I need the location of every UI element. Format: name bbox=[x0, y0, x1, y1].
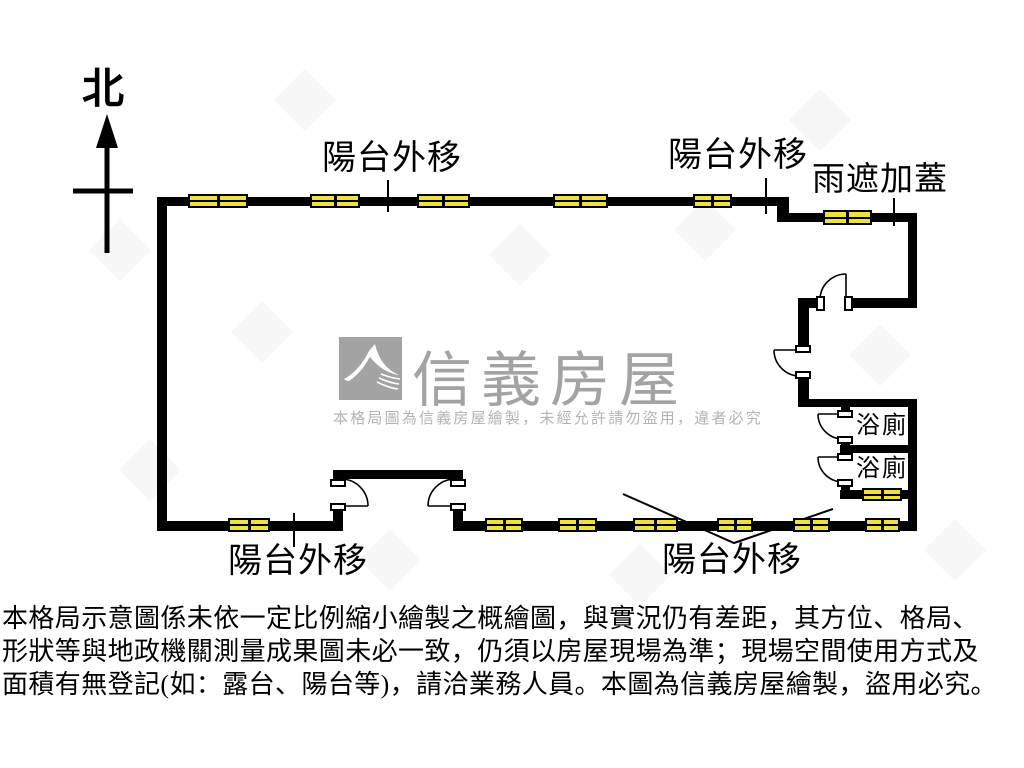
door-post bbox=[844, 296, 853, 311]
window bbox=[310, 194, 360, 208]
wall-bath1-door-stub-top bbox=[841, 406, 850, 412]
window bbox=[865, 518, 900, 532]
wall-right-lower bbox=[908, 399, 917, 531]
wall-vestibule-right-lower bbox=[453, 511, 463, 531]
wall-bath1-door-stub-bottom bbox=[841, 441, 850, 447]
watermark-brand-text: 信義房屋 bbox=[412, 348, 688, 414]
door-post bbox=[816, 296, 825, 311]
wall-bath2-door-stub-bottom bbox=[841, 485, 850, 491]
disclaimer-line-2: 形狀等與地政機關測量成果圖未必一致，仍須以房屋現場為準；現場空間使用方式及 bbox=[2, 637, 979, 666]
wall-upper-room-bottom-b bbox=[851, 298, 917, 308]
door-post bbox=[837, 436, 853, 444]
window bbox=[417, 194, 470, 208]
wall-corridor-left-upper bbox=[798, 298, 809, 347]
window bbox=[553, 194, 608, 208]
sinyi-swoosh-icon bbox=[344, 344, 401, 390]
label-bathroom-1: 浴廁 bbox=[856, 413, 908, 439]
label-balcony-top-right: 陽台外移 bbox=[668, 137, 808, 174]
door-post bbox=[795, 345, 811, 353]
label-balcony-bottom-left: 陽台外移 bbox=[228, 543, 368, 580]
background-watermark-tiles bbox=[88, 68, 987, 607]
wall-left bbox=[157, 197, 167, 531]
disclaimer-line-3: 面積有無登記(如：露台、陽台等)，請洽業務人員。本圖為信義房屋繪製，盜用必究。 bbox=[2, 670, 997, 699]
wall-top-main bbox=[157, 197, 789, 206]
door-arc-upper-room bbox=[819, 273, 847, 301]
wall-upper-room-bottom-a bbox=[800, 298, 820, 308]
window bbox=[793, 518, 830, 532]
watermark-notice-text: 本格局圖為信義房屋繪製，未經允許請勿盜用，違者必究 bbox=[333, 411, 764, 427]
door-post bbox=[330, 503, 346, 511]
door-post bbox=[837, 453, 853, 461]
door-post bbox=[450, 479, 466, 487]
window bbox=[862, 488, 902, 501]
door-post bbox=[795, 371, 811, 379]
north-label: 北 bbox=[82, 67, 125, 113]
window bbox=[485, 518, 523, 532]
disclaimer-text: 本格局示意圖係未依一定比例縮小繪製之概繪圖，與實況仍有差距，其方位、格局、 形狀… bbox=[2, 602, 1024, 701]
wall-vestibule-left-upper bbox=[333, 470, 343, 481]
window bbox=[558, 518, 597, 532]
wall-vestibule-right-upper bbox=[453, 470, 463, 481]
label-balcony-top-left: 陽台外移 bbox=[322, 140, 462, 177]
door-post bbox=[837, 410, 853, 418]
wall-vestibule-left-lower bbox=[333, 511, 343, 531]
wall-bath-divider bbox=[840, 445, 917, 453]
window bbox=[633, 518, 678, 532]
window bbox=[188, 194, 248, 208]
wall-right-upper bbox=[908, 213, 917, 307]
wall-bath1-top bbox=[798, 399, 917, 407]
disclaimer-line-1: 本格局示意圖係未依一定比例縮小繪製之概繪圖，與實況仍有差距，其方位、格局、 bbox=[2, 604, 979, 633]
sinyi-logo bbox=[339, 337, 402, 400]
label-balcony-bottom-right: 陽台外移 bbox=[662, 542, 802, 579]
window bbox=[228, 518, 270, 532]
window bbox=[693, 194, 732, 208]
wall-corridor-left-lower bbox=[798, 377, 809, 403]
label-rain-cover: 雨遮加蓋 bbox=[812, 162, 948, 198]
wall-bottom-right bbox=[453, 521, 917, 531]
door-post bbox=[837, 479, 853, 487]
wall-vestibule-top bbox=[333, 470, 463, 479]
label-bathroom-2: 浴廁 bbox=[856, 456, 908, 482]
window bbox=[823, 210, 872, 225]
door-post bbox=[330, 479, 346, 487]
door-post bbox=[450, 503, 466, 511]
window bbox=[717, 518, 753, 532]
north-arrow-icon bbox=[73, 114, 133, 253]
